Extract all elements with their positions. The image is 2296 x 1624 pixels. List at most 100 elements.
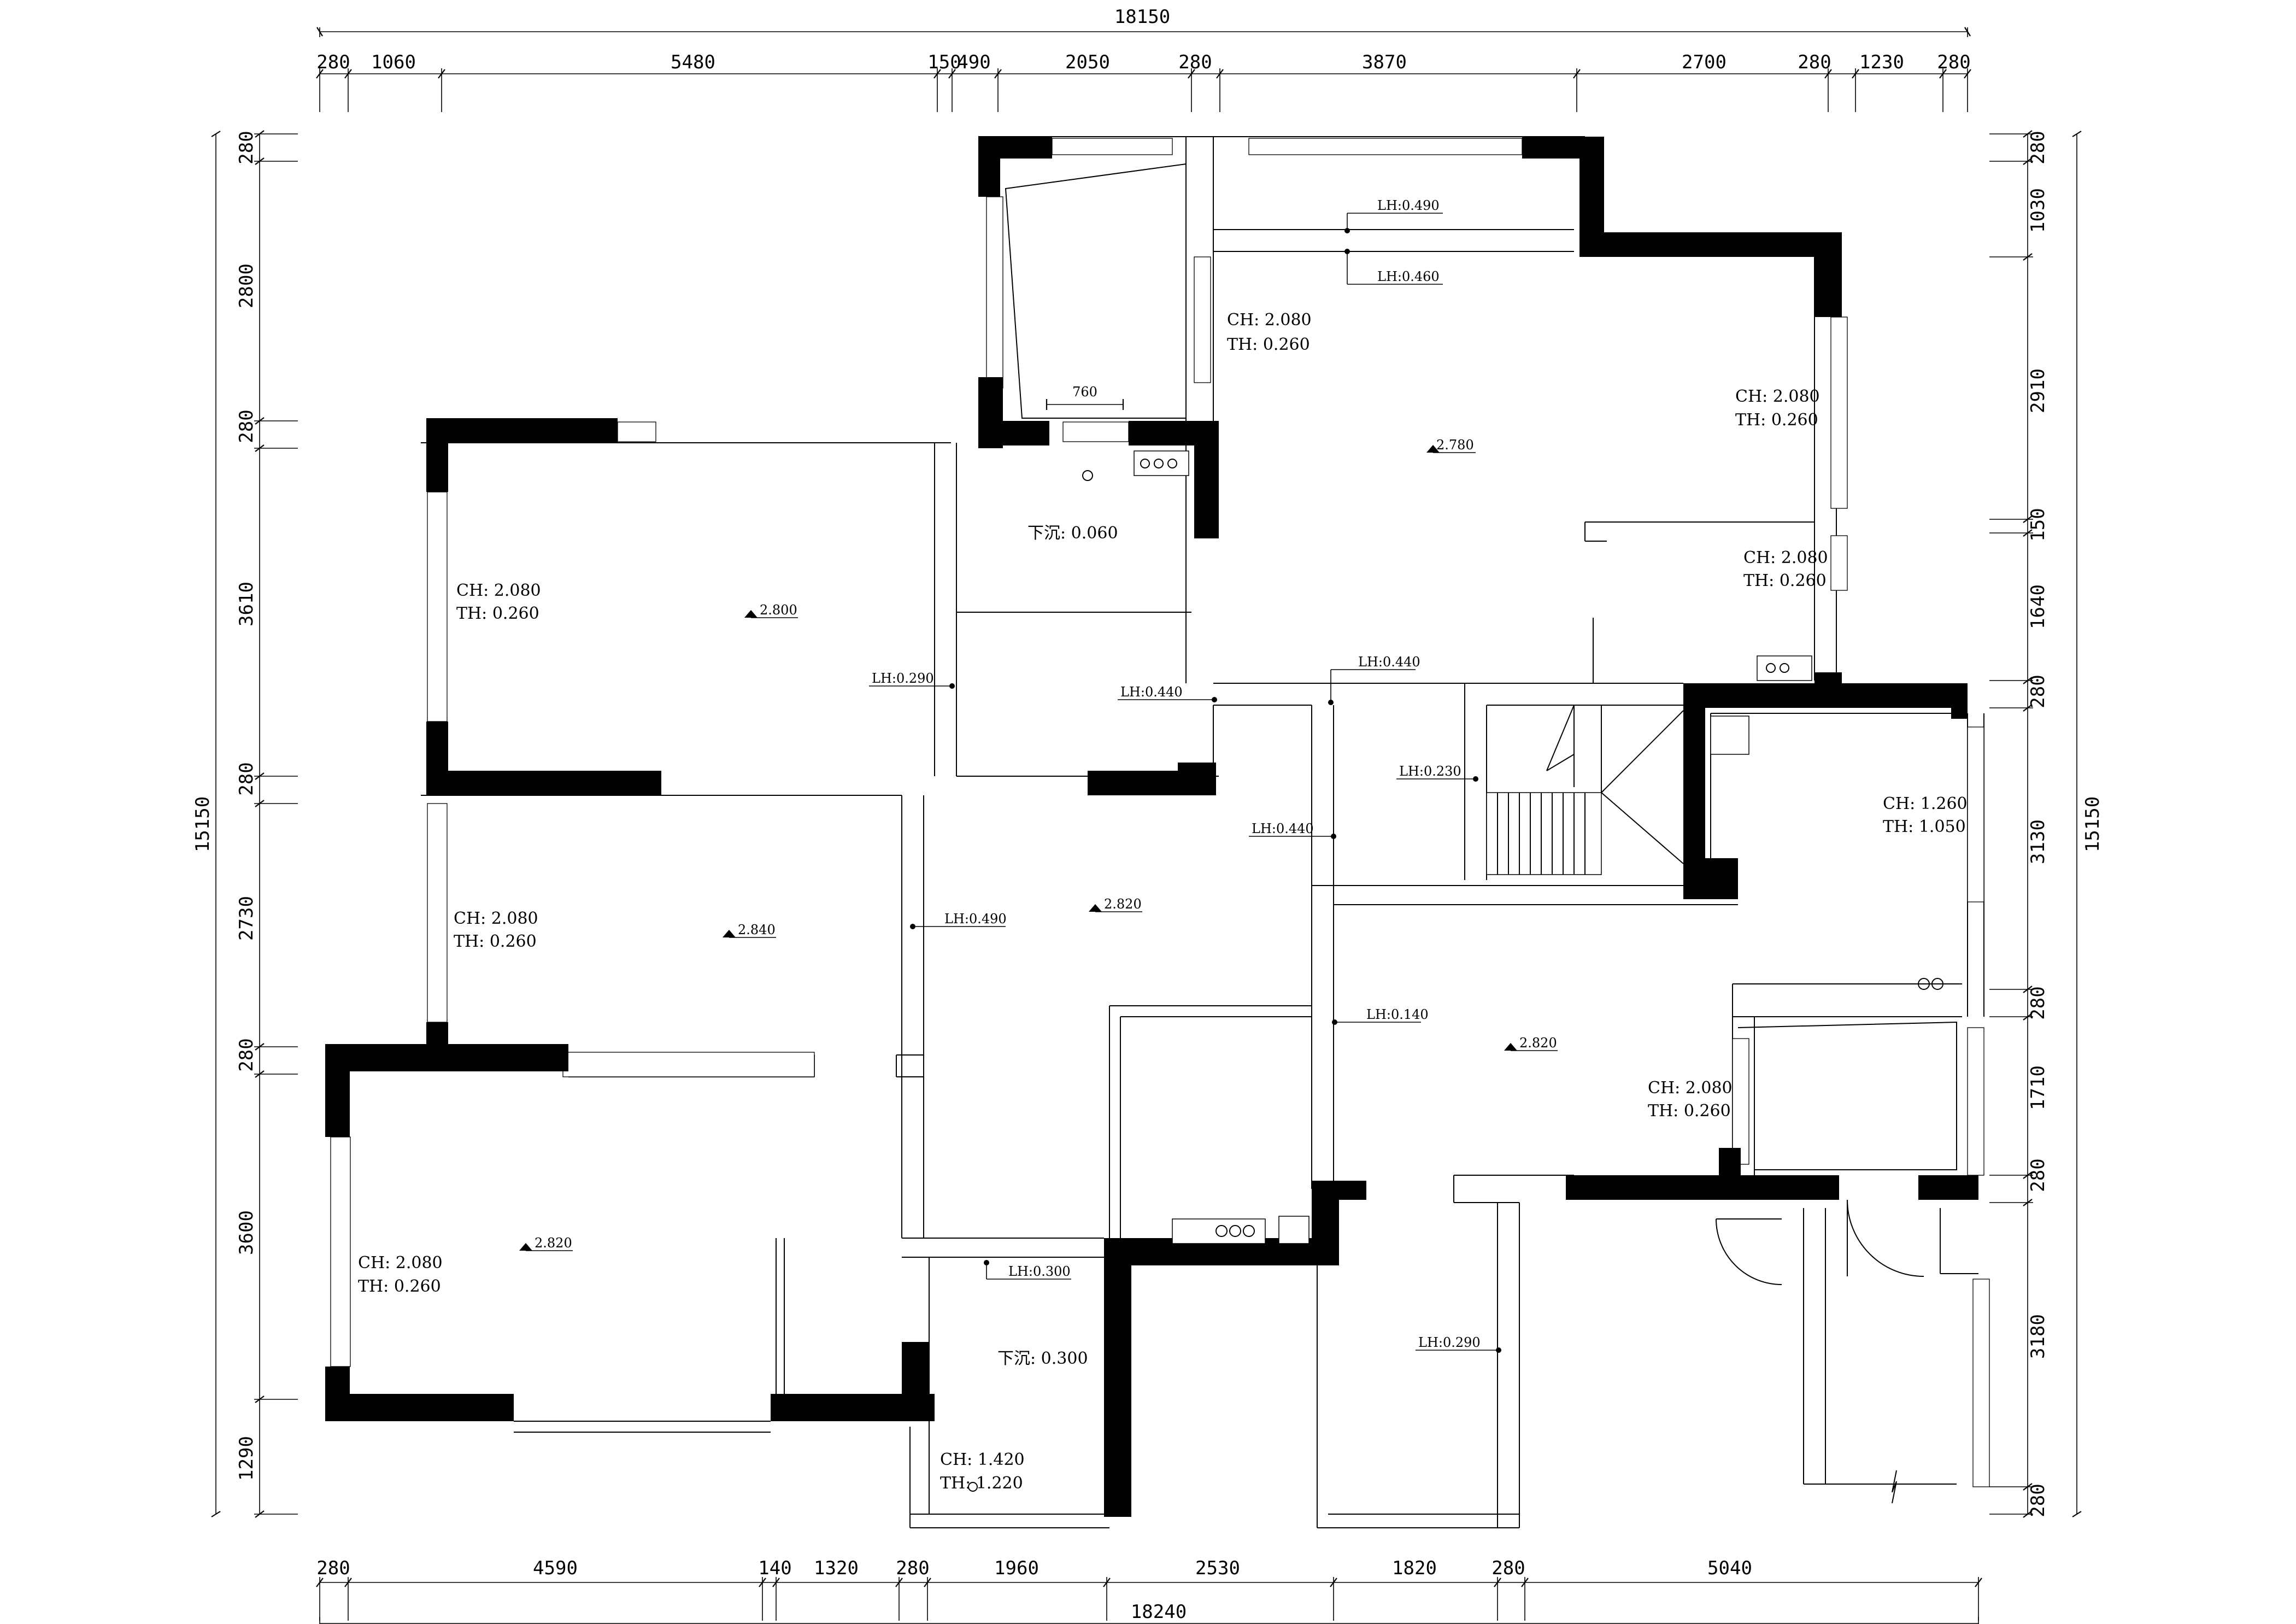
wall-23 xyxy=(902,1342,929,1421)
level-4: LH:0.440 xyxy=(1120,684,1183,700)
annot-th-5: TH: 0.260 xyxy=(454,932,537,951)
wall-5 xyxy=(1579,232,1842,257)
wall-31 xyxy=(1815,672,1842,697)
break-mark xyxy=(1892,1470,1897,1504)
top-dim-1: 280 xyxy=(316,51,350,73)
right-dim-5: 1640 xyxy=(2027,584,2049,629)
right-dim-1: 280 xyxy=(2027,131,2049,164)
annot-th-3: TH: 0.260 xyxy=(1743,571,1827,590)
bottom-dimensions: 280 4590 140 1320 280 1960 2530 1820 280… xyxy=(316,1557,1982,1624)
top-dim-3: 5480 xyxy=(671,51,715,73)
doors xyxy=(1005,163,1957,1504)
annot-ch-4: CH: 2.080 xyxy=(456,581,541,600)
right-dim-11: 3180 xyxy=(2027,1314,2049,1359)
level-5: LH:0.440 xyxy=(1358,654,1420,670)
elevation-1: 2.780 xyxy=(1436,437,1474,453)
top-total-dimension: 18150 xyxy=(1114,6,1170,28)
left-dim-3: 280 xyxy=(236,409,257,443)
annot-th-7: TH: 0.260 xyxy=(1648,1101,1731,1121)
top-dim-10: 280 xyxy=(1798,51,1831,73)
window-7 xyxy=(427,491,448,722)
right-dim-9: 1710 xyxy=(2027,1065,2049,1110)
level-9: LH:0.140 xyxy=(1366,1007,1429,1022)
wall-33 xyxy=(1566,1175,1839,1200)
bottom-dim-1: 280 xyxy=(316,1557,350,1579)
solid-walls xyxy=(325,137,1978,1517)
annot-th-4: TH: 0.260 xyxy=(456,604,539,623)
wall-6 xyxy=(1815,232,1842,317)
bottom-dim-10: 5040 xyxy=(1707,1557,1752,1579)
level-6: LH:0.230 xyxy=(1399,764,1461,779)
level-11: LH:0.290 xyxy=(1418,1335,1481,1350)
window-1 xyxy=(1052,138,1173,155)
wall-21 xyxy=(325,1394,514,1421)
fixtures xyxy=(968,450,1943,1492)
wall-29 xyxy=(1683,683,1705,858)
floor-drain-1 xyxy=(1082,470,1093,481)
right-dim-10: 280 xyxy=(2027,1158,2049,1192)
small-dimension: 760 xyxy=(1046,384,1124,410)
annot-ch-6: CH: 2.080 xyxy=(358,1253,443,1273)
window-5 xyxy=(617,421,656,442)
elevation-5: 2.820 xyxy=(1519,1035,1557,1051)
bottom-dim-4: 1320 xyxy=(814,1557,859,1579)
sunken-labels: 下沉: 0.060 下沉: 0.300 xyxy=(997,524,1118,1368)
wall-2 xyxy=(978,137,1000,197)
left-dim-5: 280 xyxy=(236,762,257,795)
left-total-dimension: 15150 xyxy=(192,796,214,852)
door-2 xyxy=(1737,1021,1957,1170)
small-dimension-760: 760 xyxy=(1072,384,1097,400)
right-dim-4: 150 xyxy=(2027,508,2049,541)
annot-ch-2: CH: 2.080 xyxy=(1735,387,1820,406)
left-dim-9: 1290 xyxy=(236,1436,257,1481)
wall-30 xyxy=(1683,858,1738,899)
annot-ch-9: CH: 1.420 xyxy=(940,1450,1025,1469)
wall-18 xyxy=(325,1044,568,1071)
wall-27 xyxy=(1312,1181,1366,1200)
elevation-2: 2.800 xyxy=(760,602,797,618)
top-dim-8: 3870 xyxy=(1362,51,1407,73)
top-dim-6: 2050 xyxy=(1065,51,1110,73)
window-3 xyxy=(986,196,1003,389)
sink-2 xyxy=(1757,655,1812,681)
room-annotations: CH: 2.080 TH: 0.260 CH: 2.080 TH: 0.260 … xyxy=(358,310,1968,1493)
window-9 xyxy=(330,1136,351,1367)
wall-16 xyxy=(1178,763,1216,795)
sunken-label-2: 下沉: 0.300 xyxy=(997,1349,1088,1368)
left-dim-4: 3610 xyxy=(236,582,257,626)
staircase xyxy=(1486,705,1684,875)
annot-th-8: TH: 1.050 xyxy=(1883,817,1966,836)
window-6 xyxy=(1062,421,1129,442)
bottom-total-dimension: 18240 xyxy=(1131,1601,1187,1623)
right-dim-8: 280 xyxy=(2027,986,2049,1019)
right-dim-7: 3130 xyxy=(2027,819,2049,864)
sink-1 xyxy=(1134,450,1189,476)
door-swing-2 xyxy=(1847,1199,1924,1277)
wall-34 xyxy=(1719,1148,1741,1200)
left-dim-6: 2730 xyxy=(236,896,257,941)
window-14 xyxy=(1972,1279,1990,1487)
door-swing-1 xyxy=(1716,1218,1782,1285)
level-8: LH:0.490 xyxy=(944,911,1007,927)
bottom-dim-2: 4590 xyxy=(533,1557,578,1579)
window-12 xyxy=(1967,726,1984,902)
toilet xyxy=(1710,716,1749,755)
elevation-6: 2.820 xyxy=(535,1235,572,1251)
annot-ch-1: CH: 2.080 xyxy=(1227,310,1312,330)
left-dim-1: 280 xyxy=(236,131,257,164)
bottom-dim-7: 2530 xyxy=(1195,1557,1240,1579)
wall-11 xyxy=(426,418,618,443)
wall-8 xyxy=(978,421,1049,445)
annot-th-9: TH: 1.220 xyxy=(940,1474,1023,1493)
wall-12 xyxy=(426,418,448,492)
right-dimensions: 280 1030 2910 150 1640 280 3130 280 1710… xyxy=(1989,130,2104,1518)
window-4 xyxy=(1194,256,1211,383)
wall-19 xyxy=(325,1044,350,1137)
top-dim-9: 2700 xyxy=(1682,51,1727,73)
left-dim-2: 2800 xyxy=(236,263,257,308)
stove xyxy=(1172,1218,1266,1244)
level-7: LH:0.440 xyxy=(1252,821,1314,836)
sunken-label-1: 下沉: 0.060 xyxy=(1027,524,1118,543)
level-10: LH:0.300 xyxy=(1008,1264,1071,1279)
